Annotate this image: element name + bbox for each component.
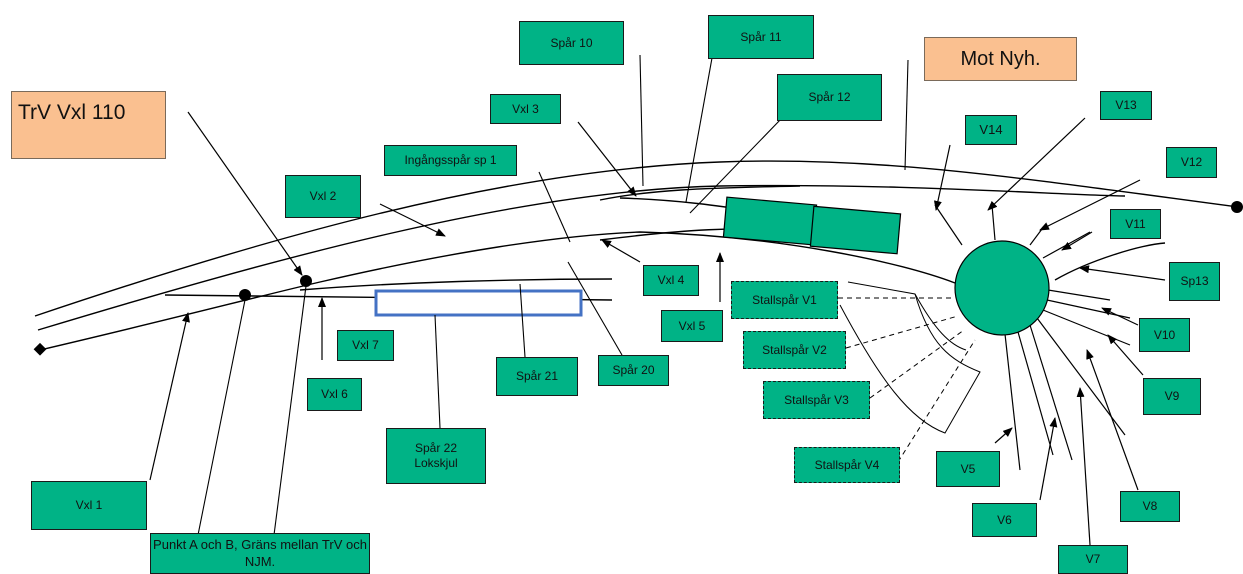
stallspar-v2-label: Stallspår V2 (743, 331, 846, 369)
vxl-2-label: Vxl 2 (285, 175, 361, 218)
point-a-dot (239, 289, 251, 301)
trv-vxl-110-label: TrV Vxl 110 (11, 91, 166, 159)
punkt-a-b-label: Punkt A och B, Gräns mellan TrV och NJM. (150, 533, 370, 574)
track-outer (34, 160, 1239, 317)
spoke (1017, 331, 1054, 456)
track-inner (39, 231, 956, 351)
turntable-spokes (934, 204, 1131, 471)
turntable (954, 240, 1050, 336)
spoke (1029, 324, 1073, 461)
spoke (991, 204, 996, 241)
v6-label: V6 (972, 503, 1037, 537)
v5-label: V5 (936, 451, 1000, 487)
track-sp13-approach (1054, 242, 1166, 281)
vxl-1-label: Vxl 1 (31, 481, 147, 530)
pointer-lines (197, 54, 909, 536)
vxl-4-label: Vxl 4 (643, 265, 699, 296)
v11-label: V11 (1110, 209, 1161, 239)
spoke (1042, 231, 1091, 259)
stallspar-v3-label: Stallspår V3 (763, 381, 870, 419)
track-middle (37, 184, 1126, 331)
v7-label: V7 (1058, 545, 1128, 574)
pointer-arrows (149, 111, 1166, 546)
spar-11-label: Spår 11 (708, 15, 814, 59)
spar-20-label: Spår 20 (598, 355, 669, 386)
vxl-6-label: Vxl 6 (307, 378, 362, 411)
spoke (934, 204, 963, 246)
main-tracks (34, 160, 1239, 351)
stallspar-v4-label: Stallspår V4 (794, 447, 900, 483)
v8-label: V8 (1120, 491, 1180, 522)
v12-label: V12 (1166, 147, 1217, 178)
wagon-2 (809, 205, 902, 255)
sp13-label: Sp13 (1169, 262, 1220, 301)
lokskjul-building (374, 289, 583, 317)
spoke (1047, 289, 1111, 301)
vxl-5-label: Vxl 5 (661, 310, 723, 342)
spar-21-label: Spår 21 (496, 357, 578, 396)
stall-fan (839, 281, 981, 434)
v13-label: V13 (1100, 91, 1152, 120)
track-lower-branch-2 (299, 278, 613, 291)
point-b-dot (300, 275, 312, 287)
v9-label: V9 (1143, 378, 1201, 415)
v14-label: V14 (965, 115, 1017, 145)
spoke (1004, 333, 1021, 471)
track-end-dot (1231, 201, 1243, 213)
track-end-diamond (33, 342, 47, 356)
spar-12-label: Spår 12 (777, 74, 882, 121)
v10-label: V10 (1139, 318, 1190, 352)
vxl-7-label: Vxl 7 (337, 330, 394, 361)
spar-22-lokskjul-label: Spår 22 Lokskjul (386, 428, 486, 484)
spar-10-label: Spår 10 (519, 21, 624, 65)
stallspar-v1-label: Stallspår V1 (731, 281, 838, 319)
wagon-1 (722, 196, 818, 246)
ingangsspar-label: Ingångsspår sp 1 (384, 145, 517, 176)
mot-nyh-label: Mot Nyh. (924, 37, 1077, 81)
track-spar10-branch (599, 185, 801, 201)
stall-dashed-links (838, 297, 976, 463)
vxl-3-label: Vxl 3 (490, 94, 561, 124)
